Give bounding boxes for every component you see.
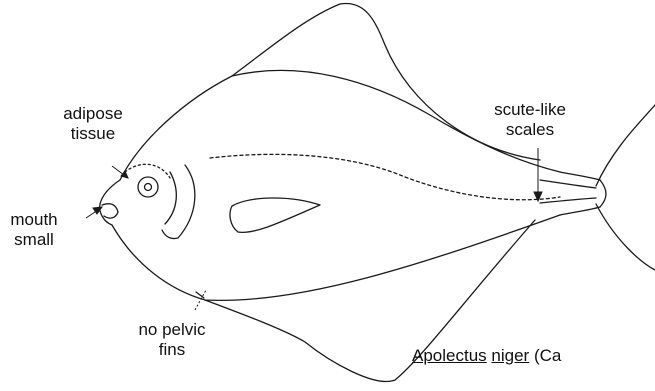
species-genus: Apolectus <box>412 346 487 365</box>
operculum <box>162 165 195 239</box>
species-rest: (Ca <box>534 346 561 365</box>
mouth-outline <box>102 204 118 218</box>
adipose-arc <box>125 164 170 178</box>
caudal-fin <box>596 105 655 270</box>
label-scute-line1: scute-like <box>465 100 595 120</box>
label-adipose-line1: adipose <box>38 104 148 124</box>
preoperculum <box>165 172 176 224</box>
pectoral-fin <box>230 198 320 232</box>
label-scute-line2: scales <box>465 120 595 140</box>
label-mouth-line2: small <box>0 230 74 250</box>
caudal-peduncle <box>560 172 600 215</box>
eye-pupil <box>145 184 152 191</box>
eye <box>138 177 158 197</box>
label-adipose: adipose tissue <box>38 104 148 144</box>
label-pelvic: no pelvic fins <box>112 320 232 360</box>
species-epithet: niger <box>491 346 529 365</box>
scute-row <box>540 180 596 203</box>
lateral-line <box>210 154 560 199</box>
label-pelvic-line1: no pelvic <box>112 320 232 340</box>
label-mouth: mouth small <box>0 210 74 250</box>
label-adipose-line2: tissue <box>38 124 148 144</box>
body-outline-bottom <box>112 215 560 300</box>
label-mouth-line1: mouth <box>0 210 74 230</box>
label-pelvic-line2: fins <box>112 340 232 360</box>
species-caption: Apolectus niger (Ca <box>412 346 561 366</box>
label-scute: scute-like scales <box>465 100 595 140</box>
